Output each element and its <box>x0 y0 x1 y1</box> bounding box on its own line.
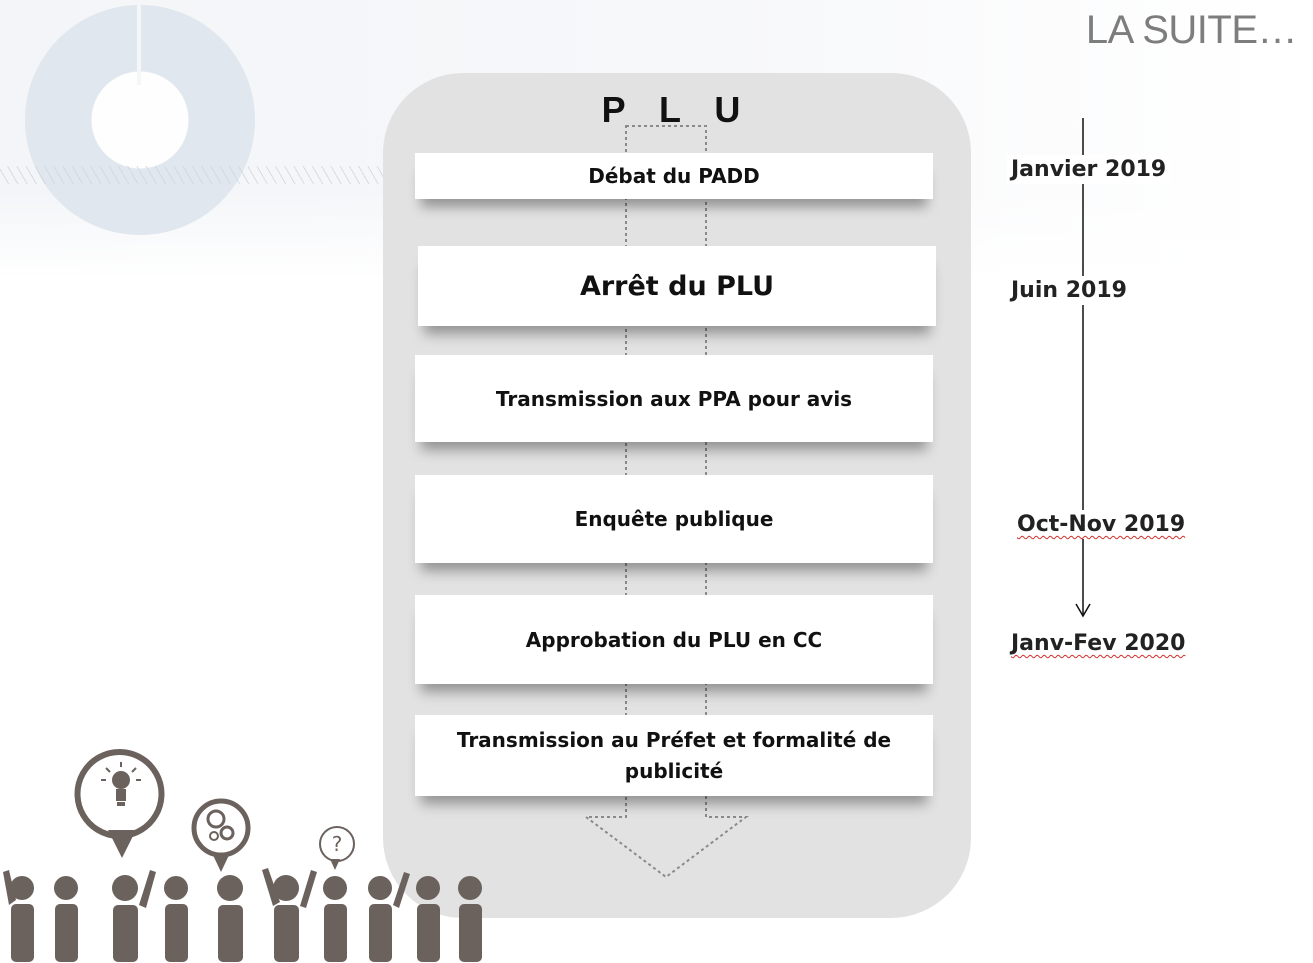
step-arret-plu: Arrêt du PLU <box>418 246 936 326</box>
decorative-ring-gap <box>137 5 141 85</box>
svg-text:?: ? <box>332 832 343 856</box>
diagram-title: P L U <box>601 89 753 130</box>
timeline-date-janv-fev-2020: Janv-Fev 2020 <box>1007 629 1190 658</box>
gears-icon <box>191 798 251 872</box>
step-enquete-publique: Enquête publique <box>415 475 933 563</box>
timeline-date-oct-nov-2019: Oct-Nov 2019 <box>1013 510 1190 539</box>
step-debat-padd: Débat du PADD <box>415 153 933 199</box>
step-transmission-prefet: Transmission au Préfet et formalité de p… <box>415 715 933 796</box>
people-illustration: ? <box>3 749 482 962</box>
flow-arrow <box>583 125 749 879</box>
timeline-date-janvier-2019: Janvier 2019 <box>1007 155 1171 184</box>
question-mark-icon: ? <box>319 826 355 870</box>
step-transmission-ppa: Transmission aux PPA pour avis <box>415 355 933 442</box>
decorative-hatching <box>0 166 420 184</box>
slide-title: LA SUITE… <box>1085 8 1298 52</box>
lightbulb-icon <box>74 749 165 858</box>
step-approbation-plu: Approbation du PLU en CC <box>415 595 933 684</box>
timeline-date-juin-2019: Juin 2019 <box>1007 276 1131 305</box>
